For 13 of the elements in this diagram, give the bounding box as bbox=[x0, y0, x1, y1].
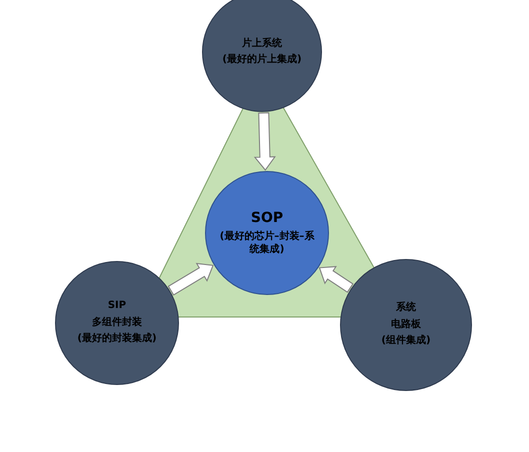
node-text: (最好的片上集成) bbox=[222, 54, 302, 66]
node-text: 电路板 bbox=[391, 318, 421, 332]
node-text: 系统 bbox=[396, 302, 416, 315]
block-arrow bbox=[254, 112, 276, 171]
node-text: 片上系统 bbox=[242, 38, 282, 50]
block-arrow bbox=[168, 262, 214, 296]
node-text: (最好的封装集成) bbox=[77, 333, 157, 346]
node-text: SOP bbox=[250, 210, 284, 228]
node-text: 多组件封装 bbox=[92, 316, 142, 330]
node-text: (组件集成) bbox=[381, 335, 431, 348]
block-arrow bbox=[318, 266, 354, 293]
node-text: (最好的芯片–封装–系统集成) bbox=[218, 231, 316, 256]
node-text: SIP bbox=[108, 300, 126, 313]
